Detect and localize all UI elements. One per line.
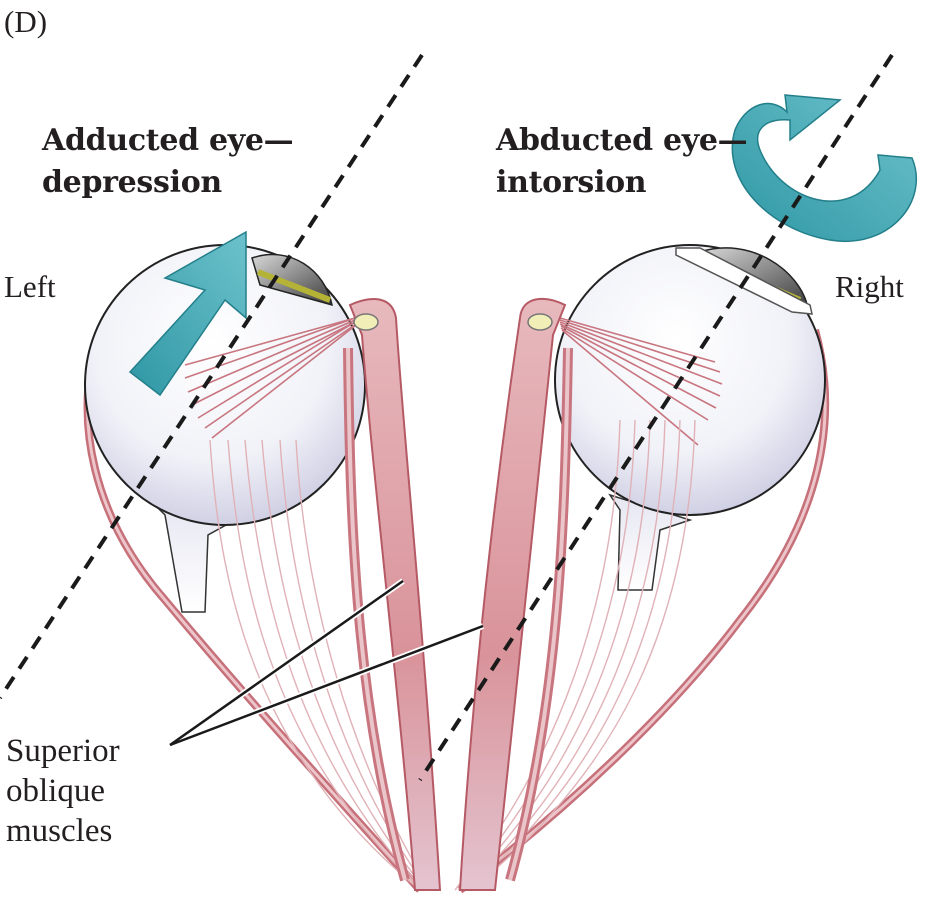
right-eye — [454, 244, 830, 894]
left-trochlea — [353, 313, 379, 331]
right-fanned-fibres — [559, 317, 723, 446]
leader-line-left-muscle — [169, 579, 404, 747]
callout-line1: Superior — [6, 733, 120, 769]
right-eye-title: Abducted eye— intorsion — [496, 120, 748, 204]
callout-line3: muscles — [6, 813, 113, 849]
right-superior-oblique-muscle — [458, 298, 567, 891]
left-eye-title: Adducted eye— depression — [42, 120, 294, 204]
right-trochlea — [527, 313, 553, 331]
left-axis-line — [0, 53, 424, 700]
right-title-line1: Abducted eye— — [496, 123, 748, 158]
left-title-line2: depression — [42, 165, 222, 200]
leader-line-right-muscle — [169, 624, 484, 747]
left-superior-oblique-muscle — [348, 298, 442, 891]
right-movement-arrow — [731, 94, 918, 242]
left-movement-arrow — [128, 230, 247, 397]
right-axis-line — [418, 53, 894, 782]
left-side-label: Left — [4, 269, 56, 304]
callout-line2: oblique — [6, 773, 105, 809]
left-fanned-fibres — [184, 317, 357, 439]
left-title-line1: Adducted eye— — [42, 123, 294, 158]
right-side-label: Right — [835, 269, 904, 304]
superior-oblique-label: Superior oblique muscles — [6, 731, 120, 851]
right-eyeball — [554, 244, 826, 516]
callout-leader-lines — [168, 578, 485, 748]
right-title-line2: intorsion — [496, 165, 647, 200]
left-eye — [83, 230, 442, 893]
panel-label: (D) — [4, 4, 48, 39]
right-optic-nerve — [608, 493, 693, 591]
